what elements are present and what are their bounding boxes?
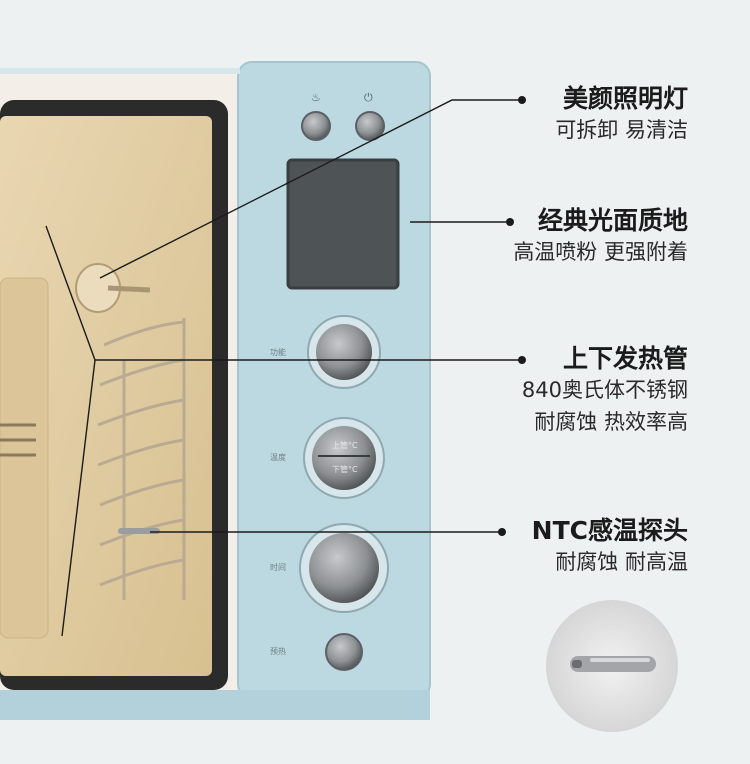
- oven-cavity: [0, 116, 212, 676]
- timer-knob: [299, 523, 389, 613]
- light-button: ♨: [301, 91, 331, 141]
- temperature-label: 温度: [270, 453, 286, 462]
- temperature-knob: [303, 417, 385, 499]
- callout-light-desc: 可拆卸 易清洁: [555, 118, 688, 142]
- svg-text:♨: ♨: [311, 91, 321, 104]
- cavity-back-panel: [0, 277, 49, 639]
- callout-finish: 经典光面质地 高温喷粉 更强附着: [513, 206, 688, 268]
- vent-slots: [0, 423, 36, 457]
- time-label: 时间: [270, 563, 286, 572]
- oven-light: [75, 263, 151, 313]
- callout-light: 美颜照明灯 可拆卸 易清洁: [555, 84, 688, 146]
- preheat-button: [325, 633, 363, 671]
- probe-detail-inset: [546, 600, 678, 732]
- probe-sensor: [118, 528, 160, 534]
- preheat-label: 预热: [270, 647, 286, 656]
- oven-top-edge: [0, 68, 240, 74]
- function-knob: [307, 315, 381, 389]
- callout-probe-title: NTC感温探头: [531, 516, 688, 545]
- bottom-heater: [0, 631, 168, 663]
- callout-heater: 上下发热管 840奥氏体不锈钢 耐腐蚀 热效率高: [522, 344, 688, 438]
- callout-finish-title: 经典光面质地: [537, 206, 688, 235]
- callout-dots: [498, 96, 526, 536]
- temp-knob-top-label: 上管°C: [332, 441, 358, 450]
- callout-light-title: 美颜照明灯: [562, 84, 688, 113]
- function-label: 功能: [270, 348, 286, 357]
- oven-base: [0, 690, 430, 720]
- power-button: ⏻: [355, 91, 385, 141]
- svg-text:⏻: ⏻: [364, 91, 373, 104]
- display-screen: [286, 158, 400, 290]
- top-heater: [0, 179, 185, 241]
- callout-heater-title: 上下发热管: [562, 344, 688, 373]
- callout-heater-desc-1: 840奥氏体不锈钢: [521, 378, 688, 402]
- callout-finish-desc: 高温喷粉 更强附着: [513, 240, 688, 264]
- callout-probe: NTC感温探头 耐腐蚀 耐高温: [532, 516, 688, 578]
- callout-leaders: [45, 99, 520, 637]
- callout-heater-desc-2: 耐腐蚀 热效率高: [534, 410, 688, 434]
- temp-knob-bottom-label: 下管°C: [332, 465, 358, 474]
- callout-probe-desc: 耐腐蚀 耐高温: [555, 550, 688, 574]
